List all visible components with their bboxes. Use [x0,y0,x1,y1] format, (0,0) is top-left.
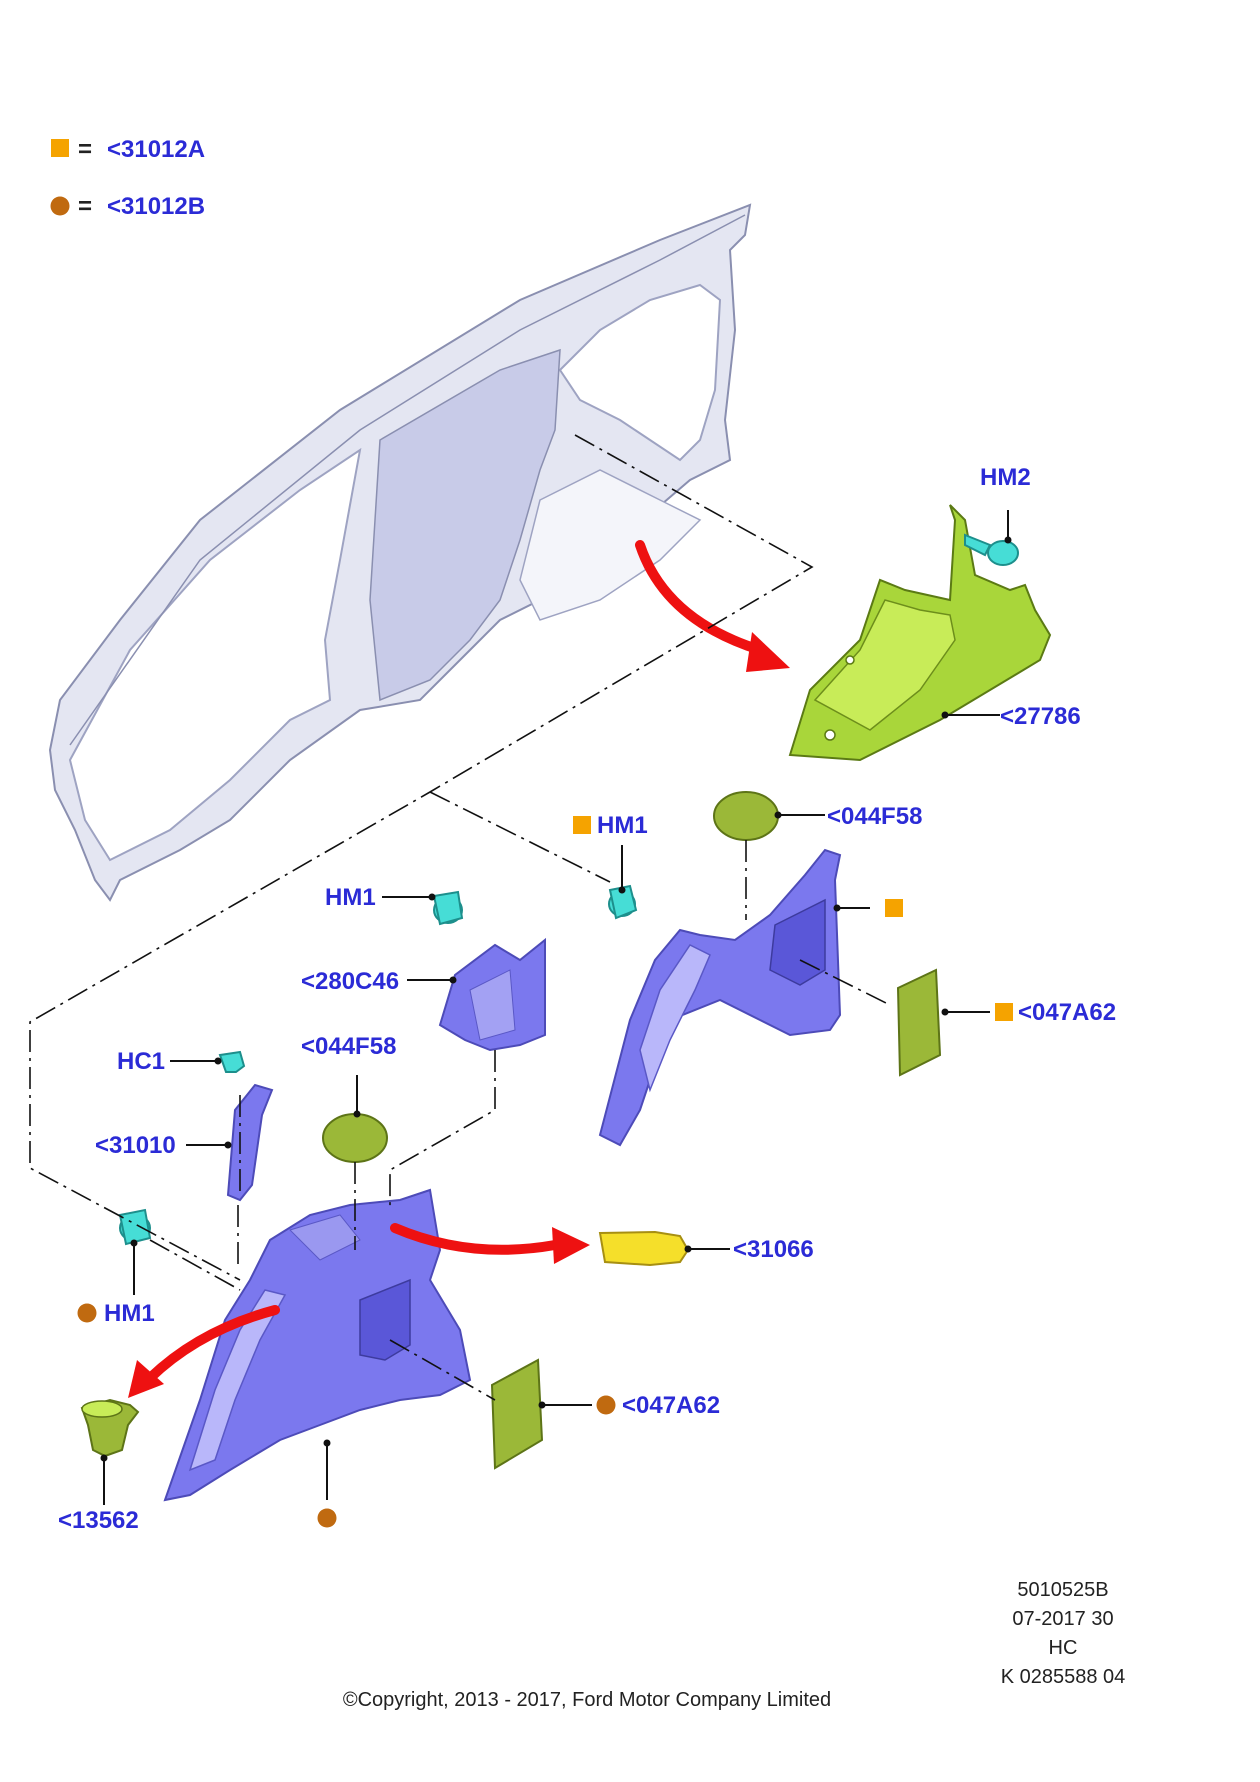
callout-hm1-upper[interactable]: HM1 [597,812,648,839]
callout-27786[interactable]: <27786 [1000,703,1081,730]
upper-trim-panel [598,848,842,1147]
callout-31010[interactable]: <31010 [95,1132,176,1159]
arrow-to-cup [145,1305,280,1383]
upper-cap [713,791,779,841]
lower-cap [322,1113,388,1163]
copyright: ©Copyright, 2013 - 2017, Ford Motor Comp… [343,1689,831,1711]
arrow-to-bin [390,1223,560,1255]
callout-labels: HM2 <27786 HM1 <044F58 HM1 <280C46 <047A… [58,464,1116,1534]
cup-holder [80,1398,140,1458]
leader-lines [100,510,1012,1505]
legend: = <31012A = <31012B [50,136,205,220]
storage-bin [598,1230,690,1267]
legend-equals-a: = [78,136,92,163]
pillar-trim-piece [438,937,546,1052]
lower-trim-panel [163,1188,472,1502]
callout-hm2[interactable]: HM2 [980,464,1031,491]
arrowhead-bin [552,1227,590,1264]
lower-cover [490,1358,544,1470]
legend-ref-b[interactable]: <31012B [107,193,205,220]
callout-hm1-mid[interactable]: HM1 [325,884,376,911]
callout-31066[interactable]: <31066 [733,1236,814,1263]
circle-marker [77,1303,97,1323]
arrow-to-shield [635,540,765,655]
info-line-3: HC [1049,1637,1078,1659]
red-arrows [128,540,790,1398]
callout-044f58-lower[interactable]: <044F58 [301,1033,396,1060]
arrowhead-shield [746,632,790,672]
info-line-4: K 0285588 04 [1001,1666,1126,1688]
legend-circle-marker [50,196,70,216]
callout-047a62-lower[interactable]: <047A62 [622,1392,720,1419]
legend-ref-a[interactable]: <31012A [107,136,205,163]
info-block: 5010525B 07-2017 30 HC K 0285588 04 [1001,1579,1126,1688]
hc1-clip [218,1050,246,1073]
connector-lines [29,434,891,1401]
legend-square-marker [51,139,69,157]
markers [77,816,1013,1528]
wheelhouse-shield [788,504,1052,762]
square-marker [885,899,903,917]
callout-hc1[interactable]: HC1 [117,1048,165,1075]
callout-047a62-upper[interactable]: <047A62 [1018,999,1116,1026]
square-marker [573,816,591,834]
callout-280c46[interactable]: <280C46 [301,968,399,995]
callout-044f58-upper[interactable]: <044F58 [827,803,922,830]
trim-strip [226,1083,274,1202]
square-marker [995,1003,1013,1021]
arrowhead-cup [128,1360,164,1398]
info-line-1: 5010525B [1017,1579,1108,1601]
info-line-2: 07-2017 30 [1012,1608,1113,1630]
hm2-clip [987,540,1019,566]
body-side-frame [48,203,752,902]
upper-cover [896,968,942,1077]
circle-marker [596,1395,616,1415]
callout-13562[interactable]: <13562 [58,1507,139,1534]
callout-hm1-lower[interactable]: HM1 [104,1300,155,1327]
circle-marker [317,1508,337,1528]
legend-equals-b: = [78,193,92,220]
